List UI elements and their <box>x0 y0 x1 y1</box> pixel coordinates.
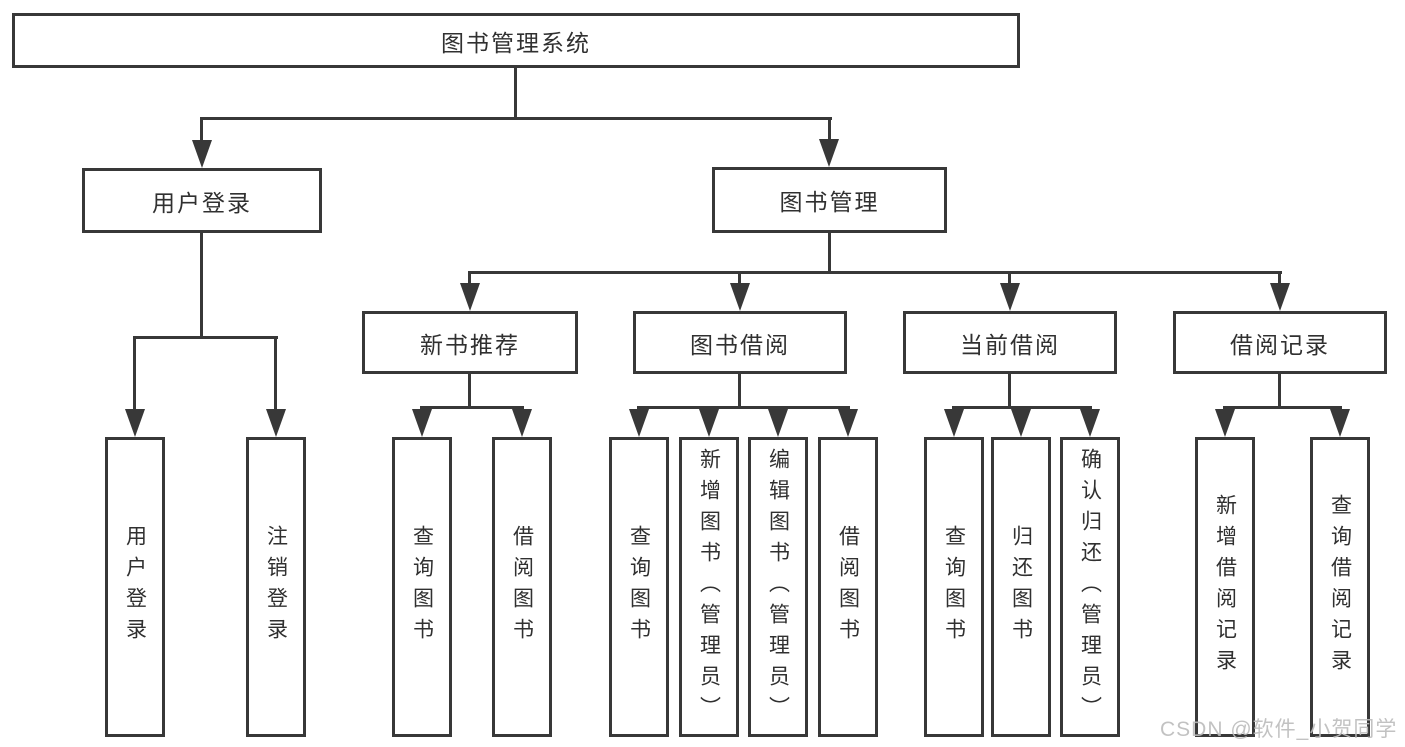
connector-line <box>468 271 471 285</box>
leaf-edit-book-admin: 编辑图书（管理员） <box>748 437 808 737</box>
connector-line <box>738 372 741 408</box>
leaf-label: 新增图书（管理员） <box>697 447 721 727</box>
leaf-label: 查询图书 <box>942 525 966 649</box>
arrow-down-icon <box>266 409 286 437</box>
arrow-down-icon <box>699 409 719 437</box>
leaf-confirm-return-admin: 确认归还（管理员） <box>1060 437 1120 737</box>
leaf-label: 确认归还（管理员） <box>1078 447 1102 727</box>
connector-line <box>1008 271 1011 285</box>
connector-line <box>738 271 741 285</box>
arrow-down-icon <box>1011 409 1031 437</box>
leaf-label: 借阅图书 <box>836 525 860 649</box>
watermark: CSDN @软件_小贺同学 <box>1160 718 1398 741</box>
leaf-label: 新增借阅记录 <box>1213 494 1237 680</box>
leaf-query-borrow-record: 查询借阅记录 <box>1310 437 1370 737</box>
leaf-add-book-admin: 新增图书（管理员） <box>679 437 739 737</box>
arrow-down-icon <box>1330 409 1350 437</box>
node-book-borrow: 图书借阅 <box>633 311 847 374</box>
connector-line <box>420 406 524 409</box>
node-book-management: 图书管理 <box>712 167 947 233</box>
connector-line <box>1278 271 1281 285</box>
leaf-add-borrow-record: 新增借阅记录 <box>1195 437 1255 737</box>
node-borrow-record: 借阅记录 <box>1173 311 1387 374</box>
arrow-down-icon <box>768 409 788 437</box>
arrow-down-icon <box>838 409 858 437</box>
leaf-label: 查询图书 <box>410 525 434 649</box>
connector-line <box>1278 372 1281 408</box>
connector-line <box>200 231 203 336</box>
arrow-down-icon <box>730 283 750 311</box>
arrow-down-icon <box>460 283 480 311</box>
arrow-down-icon <box>1000 283 1020 311</box>
connector-line <box>1008 372 1011 408</box>
leaf-label: 归还图书 <box>1009 525 1033 649</box>
leaf-label: 注销登录 <box>264 525 288 649</box>
node-user-login: 用户登录 <box>82 168 322 233</box>
connector-line <box>468 271 1282 274</box>
leaf-borrow-books-1: 借阅图书 <box>492 437 552 737</box>
leaf-label: 查询图书 <box>627 525 651 649</box>
arrow-down-icon <box>125 409 145 437</box>
leaf-label: 查询借阅记录 <box>1328 494 1352 680</box>
node-system-root: 图书管理系统 <box>12 13 1020 68</box>
arrow-down-icon <box>512 409 532 437</box>
connector-line <box>133 336 136 411</box>
node-current-borrow: 当前借阅 <box>903 311 1117 374</box>
connector-line <box>200 117 203 143</box>
leaf-query-books-2: 查询图书 <box>609 437 669 737</box>
leaf-user-login: 用户登录 <box>105 437 165 737</box>
connector-line <box>1223 406 1342 409</box>
arrow-down-icon <box>1215 409 1235 437</box>
leaf-borrow-books-2: 借阅图书 <box>818 437 878 737</box>
leaf-query-books-1: 查询图书 <box>392 437 452 737</box>
connector-line <box>952 406 1092 409</box>
connector-line <box>274 336 277 411</box>
leaf-return-book: 归还图书 <box>991 437 1051 737</box>
connector-line <box>200 117 832 120</box>
arrow-down-icon <box>629 409 649 437</box>
arrow-down-icon <box>944 409 964 437</box>
leaf-label: 编辑图书（管理员） <box>766 447 790 727</box>
arrow-down-icon <box>819 139 839 167</box>
arrow-down-icon <box>412 409 432 437</box>
connector-line <box>828 117 831 143</box>
leaf-query-books-3: 查询图书 <box>924 437 984 737</box>
node-new-book-recommend: 新书推荐 <box>362 311 578 374</box>
arrow-down-icon <box>192 140 212 168</box>
arrow-down-icon <box>1270 283 1290 311</box>
connector-line <box>133 336 278 339</box>
connector-line <box>468 372 471 408</box>
arrow-down-icon <box>1080 409 1100 437</box>
connector-line <box>828 231 831 273</box>
leaf-label: 用户登录 <box>123 525 147 649</box>
connector-line <box>637 406 850 409</box>
connector-line <box>514 66 517 117</box>
leaf-logout: 注销登录 <box>246 437 306 737</box>
leaf-label: 借阅图书 <box>510 525 534 649</box>
